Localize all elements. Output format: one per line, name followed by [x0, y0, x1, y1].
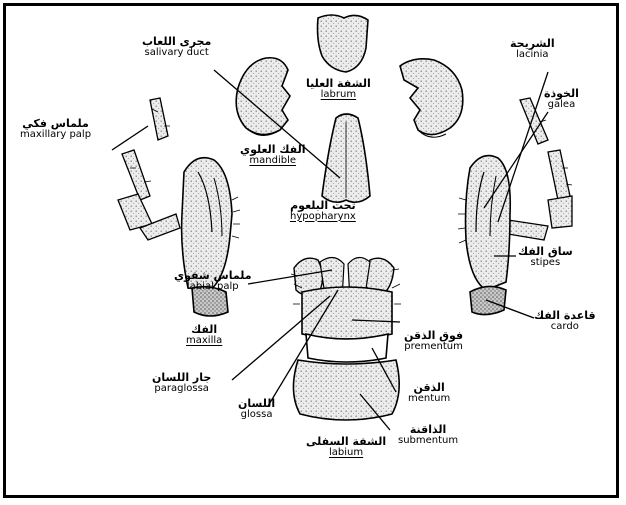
hypopharynx-arabic: تحت البلعوم — [290, 200, 356, 212]
label-prementum: فوق الذقن prementum — [404, 330, 463, 352]
mandible-arabic: الفك العلوي — [240, 144, 305, 156]
labrum-english: labrum — [306, 90, 371, 101]
galea-english: galea — [544, 100, 579, 111]
hypopharynx-english: hypopharynx — [290, 212, 356, 223]
label-stipes: ساق الفك stipes — [518, 246, 573, 268]
label-maxilla: الفك maxilla — [186, 324, 222, 346]
maxillary-palp-arabic: ملماس فكي — [20, 118, 91, 130]
prementum-arabic: فوق الذقن — [404, 330, 463, 342]
mentum-arabic: الذقن — [408, 382, 450, 394]
submentum-english: submentum — [398, 436, 458, 447]
glossa-arabic: اللسان — [238, 398, 275, 410]
mandible-english: mandible — [240, 156, 305, 167]
label-submentum: الذاقنة submentum — [398, 424, 458, 446]
label-maxillary-palp: ملماس فكي maxillary palp — [20, 118, 91, 140]
maxilla-english: maxilla — [186, 336, 222, 347]
galea-arabic: الخوذة — [544, 88, 579, 100]
label-labium: الشفة السفلى labium — [306, 436, 386, 458]
glossa-english: glossa — [238, 410, 275, 421]
labrum-arabic: الشفة العليا — [306, 78, 371, 90]
cardo-english: cardo — [534, 322, 596, 333]
lacinia-english: lacinia — [510, 50, 555, 61]
hypopharynx-drawing — [322, 114, 370, 202]
labial-palp-arabic: ملماس شفوي — [174, 270, 252, 282]
label-galea: الخوذة galea — [544, 88, 579, 110]
labrum-drawing — [318, 15, 369, 72]
stipes-english: stipes — [518, 258, 573, 269]
label-labrum: الشفة العليا labrum — [306, 78, 371, 100]
label-hypopharynx: تحت البلعوم hypopharynx — [290, 200, 356, 222]
mentum-english: mentum — [408, 394, 450, 405]
stipes-arabic: ساق الفك — [518, 246, 573, 258]
salivary-duct-english: salivary duct — [142, 48, 211, 59]
right-mandible-drawing — [400, 59, 463, 137]
labium-arabic: الشفة السفلى — [306, 436, 386, 448]
label-cardo: قاعدة الفك cardo — [534, 310, 596, 332]
prementum-english: prementum — [404, 342, 463, 353]
label-lacinia: الشريحة lacinia — [510, 38, 555, 60]
lacinia-arabic: الشريحة — [510, 38, 555, 50]
paraglossa-english: paraglossa — [152, 384, 211, 395]
labium-drawing — [291, 257, 401, 420]
label-paraglossa: جار اللسان paraglossa — [152, 372, 211, 394]
maxilla-arabic: الفك — [186, 324, 222, 336]
salivary-duct-arabic: مجرى اللعاب — [142, 36, 211, 48]
paraglossa-arabic: جار اللسان — [152, 372, 211, 384]
label-mandible: الفك العلوي mandible — [240, 144, 305, 166]
label-labial-palp: ملماس شفوي labial palp — [174, 270, 252, 292]
submentum-arabic: الذاقنة — [398, 424, 458, 436]
maxillary-palp-english: maxillary palp — [20, 130, 91, 141]
labial-palp-english: labial palp — [174, 282, 252, 293]
labium-english: labium — [306, 448, 386, 459]
label-mentum: الذقن mentum — [408, 382, 450, 404]
right-maxilla-drawing — [458, 98, 572, 315]
label-salivary-duct: مجرى اللعاب salivary duct — [142, 36, 211, 58]
cardo-arabic: قاعدة الفك — [534, 310, 596, 322]
label-glossa: اللسان glossa — [238, 398, 275, 420]
